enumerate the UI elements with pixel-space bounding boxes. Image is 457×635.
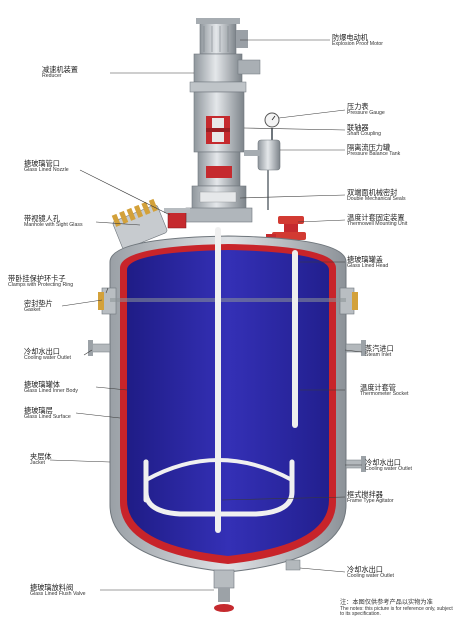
label-gasket: 密封垫片 Gasket	[24, 300, 53, 313]
label-mech-seal-zh: 双端面机械密封	[347, 188, 398, 197]
label-inner-body-en: Glass Lined Inner Body	[24, 387, 78, 394]
explosion-proof-motor	[196, 18, 248, 55]
label-thermo-socket-zh: 温度计套管	[360, 383, 396, 392]
label-cooling-outlet-bottom-zh: 冷却水出口	[347, 565, 383, 574]
steam-inlet	[345, 340, 366, 356]
label-jacket: 夹层体 Jacket	[30, 453, 52, 466]
label-agitator-zh: 框式搅拌器	[347, 490, 383, 499]
label-cooling-outlet-right-zh: 冷却水出口	[365, 458, 401, 467]
label-agitator-en: Frame Type Agitator	[347, 497, 394, 504]
label-steam-inlet-en: Steam Inlet	[365, 351, 392, 358]
label-reducer: 减速机装置 Reducer	[42, 66, 78, 79]
label-cooling-outlet-right-en: Cooling water Outlet	[365, 465, 412, 472]
label-gauge-en: Pressure Gauge	[347, 109, 385, 116]
label-cooling-outlet-left-en: Cooling water Outlet	[24, 354, 71, 361]
label-cooling-outlet-bottom: 冷却水出口 Cooling water Outlet	[347, 566, 394, 579]
label-inner-body-zh: 搪玻璃罐体	[24, 380, 60, 389]
label-gasket-zh: 密封垫片	[24, 299, 53, 308]
label-reducer-en: Reducer	[42, 72, 62, 79]
label-motor: 防爆电动机 Explosion Proof Motor	[332, 34, 383, 47]
label-balance-tank: 隔离流压力罐 Pressure Balance Tank	[347, 144, 400, 157]
label-manhole-zh: 带视镜人孔	[24, 214, 60, 223]
reference-note: 注：本图仅供参考产品以实物为准 The notes: this picture …	[340, 599, 455, 618]
label-lined-head: 搪玻璃罐盖 Glass Lined Head	[347, 256, 388, 269]
label-cooling-outlet-right: 冷却水出口 Cooling water Outlet	[365, 459, 412, 472]
label-coupling-zh: 联轴器	[347, 123, 369, 132]
cooling-water-outlet-bottom	[285, 559, 301, 571]
gasket-ring	[110, 298, 346, 302]
label-lined-surface-zh: 搪玻璃层	[24, 406, 53, 415]
label-motor-zh: 防爆电动机	[332, 33, 368, 42]
clamps-protecting-ring	[98, 287, 358, 315]
label-clamps-en: Clamps with Protecting Ring	[8, 281, 74, 288]
label-lined-surface-en: Glass Lined Surface	[24, 413, 71, 420]
glass-lined-inner-body	[127, 250, 329, 556]
label-flush-valve-en: Glass Lined Flush Valve	[30, 590, 86, 597]
label-flush-valve: 搪玻璃放料阀 Glass Lined Flush Valve	[30, 584, 86, 597]
label-balance-tank-zh: 隔离流压力罐	[347, 143, 391, 152]
label-clamps-zh: 带卧挂保护环卡子	[8, 274, 66, 283]
label-lined-surface: 搪玻璃层 Glass Lined Surface	[24, 407, 71, 420]
shaft-coupling	[193, 91, 245, 153]
label-nozzle: 搪玻璃管口 Glass Lined Nozzle	[24, 160, 69, 173]
reference-note-zh: 注：本图仅供参考产品以实物为准	[340, 599, 433, 606]
frame-type-agitator	[143, 227, 295, 533]
label-motor-en: Explosion Proof Motor	[332, 40, 384, 47]
cooling-water-outlet-left	[88, 340, 111, 356]
label-gauge: 压力表 Pressure Gauge	[347, 103, 385, 116]
label-thermowell: 温度计套固定装置 Thermowell Mounting Unit	[347, 214, 407, 227]
label-mech-seal-en: Double Mechanical Seals	[347, 195, 406, 202]
glass-lined-nozzle	[164, 208, 190, 229]
label-coupling-en: Shaft Coupling	[347, 130, 382, 137]
pressure-balance-tank	[244, 139, 281, 210]
label-clamps: 带卧挂保护环卡子 Clamps with Protecting Ring	[8, 275, 73, 288]
label-balance-tank-en: Pressure Balance Tank	[347, 150, 401, 157]
manhole-sight-glass	[111, 198, 168, 250]
label-nozzle-zh: 搪玻璃管口	[24, 159, 60, 168]
label-thermo-socket: 温度计套管 Thermometer Socket	[360, 384, 408, 397]
label-manhole-en: Manhole with Sight Glass	[24, 221, 83, 228]
label-thermowell-zh: 温度计套固定装置	[347, 213, 405, 222]
label-gasket-en: Gasket	[24, 306, 41, 313]
label-thermowell-en: Thermowell Mounting Unit	[347, 220, 408, 227]
thermometer-socket	[292, 250, 298, 428]
label-cooling-outlet-left-zh: 冷却水出口	[24, 347, 60, 356]
flush-valve	[213, 569, 235, 612]
label-jacket-zh: 夹层体	[30, 452, 52, 461]
label-flush-valve-zh: 搪玻璃放料阀	[30, 583, 74, 592]
reducer-unit	[189, 53, 261, 93]
label-mech-seal: 双端面机械密封 Double Mechanical Seals	[347, 189, 406, 202]
label-jacket-en: Jacket	[30, 459, 45, 466]
cooling-water-outlet-right	[345, 456, 366, 472]
label-cooling-outlet-left: 冷却水出口 Cooling water Outlet	[24, 348, 71, 361]
label-steam-inlet: 蒸汽进口 Steam Inlet	[365, 345, 394, 358]
label-manhole: 带视镜人孔 Manhole with Sight Glass	[24, 215, 83, 228]
label-nozzle-en: Glass Lined Nozzle	[24, 166, 69, 173]
label-gauge-zh: 压力表	[347, 102, 369, 111]
label-thermo-socket-en: Thermometer Socket	[360, 390, 409, 397]
label-coupling: 联轴器 Shaft Coupling	[347, 124, 381, 137]
label-lined-head-en: Glass Lined Head	[347, 262, 389, 269]
label-steam-inlet-zh: 蒸汽进口	[365, 344, 394, 353]
mechanical-seal	[185, 151, 253, 223]
label-reducer-zh: 减速机装置	[42, 65, 78, 74]
label-agitator: 框式搅拌器 Frame Type Agitator	[347, 491, 394, 504]
label-lined-head-zh: 搪玻璃罐盖	[347, 255, 383, 264]
label-cooling-outlet-bottom-en: Cooling water Outlet	[347, 572, 394, 579]
reference-note-en: The notes: this picture is for reference…	[340, 605, 453, 618]
label-inner-body: 搪玻璃罐体 Glass Lined Inner Body	[24, 381, 78, 394]
leader-lines	[49, 39, 363, 591]
